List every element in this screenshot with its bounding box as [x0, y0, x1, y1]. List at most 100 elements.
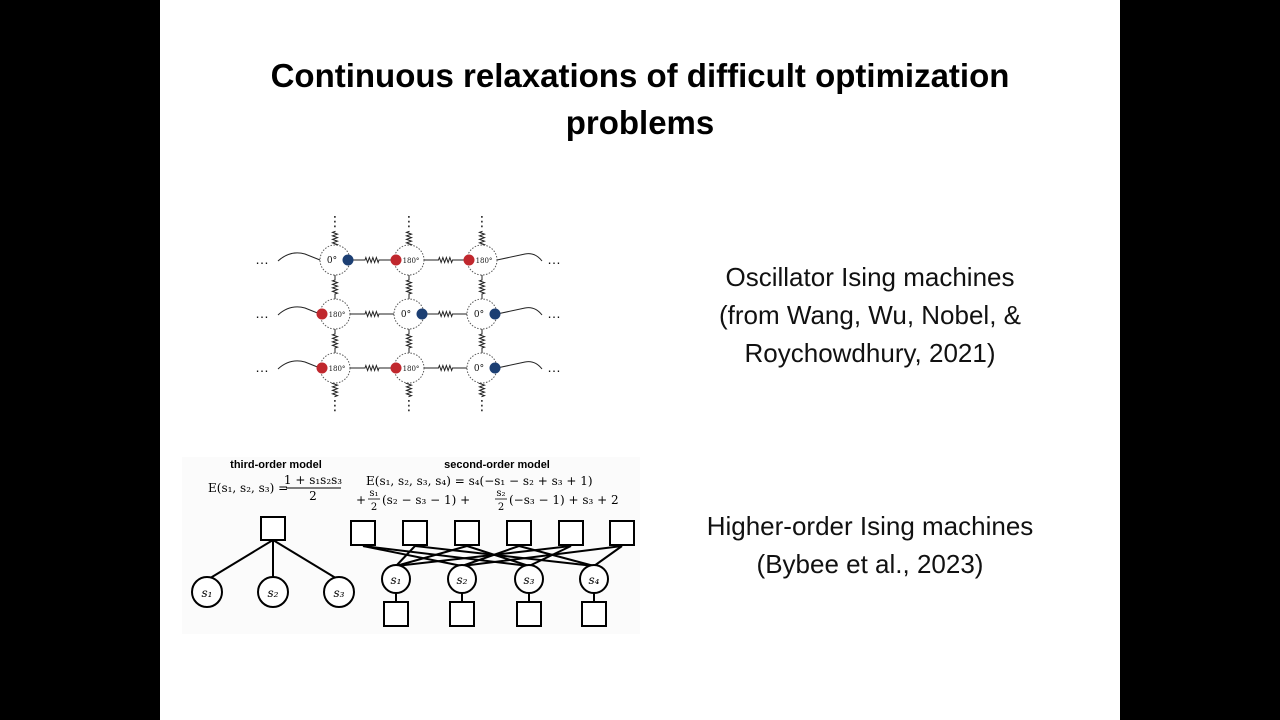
- oscillator-node: [393, 244, 425, 276]
- second-order-eq-plus: +: [356, 493, 366, 507]
- slide-title: Continuous relaxations of difficult opti…: [160, 52, 1120, 146]
- second-order-edge: [466, 545, 530, 567]
- second-order-frac1-num: s₁: [369, 488, 378, 499]
- second-order-unary-factor: [449, 601, 475, 627]
- third-order-graph: [191, 516, 355, 608]
- phase-180-dot: [463, 254, 475, 266]
- third-order-node-label: s₃: [334, 586, 345, 600]
- third-order-equation-denominator: 2: [309, 489, 317, 503]
- column-vdots-top: ⋮: [402, 213, 416, 229]
- third-order-title: third-order model: [230, 459, 322, 471]
- oscillator-phase-label: 0°: [401, 310, 411, 320]
- second-order-edge: [414, 545, 595, 567]
- third-order-edge: [206, 539, 274, 581]
- second-order-factor-node: [609, 520, 635, 546]
- oscillator-node: [319, 298, 351, 330]
- second-order-edge: [362, 545, 463, 567]
- second-order-factor-node: [558, 520, 584, 546]
- oscillator-phase-label: 0°: [327, 256, 337, 266]
- phase-0-dot: [342, 254, 354, 266]
- second-order-frac2-den: 2: [498, 502, 504, 513]
- second-order-node-label: s₂: [457, 573, 468, 587]
- third-order-edge: [272, 539, 340, 581]
- second-order-node-label: s₃: [524, 573, 535, 587]
- second-order-edge: [461, 545, 623, 567]
- second-order-factor-node: [506, 520, 532, 546]
- caption-oscillator-line-2: (from Wang, Wu, Nobel, &: [719, 300, 1021, 330]
- second-order-edge: [362, 545, 530, 567]
- second-order-factor-node: [350, 520, 376, 546]
- column-vdots-top: ⋮: [328, 213, 342, 229]
- column-vdots-bottom: ⋮: [402, 397, 416, 413]
- third-order-equation-numerator: 1 + s₁s₂s₃: [284, 473, 342, 487]
- third-order-node-label: s₂: [268, 586, 279, 600]
- second-order-variable-node: [514, 564, 544, 594]
- coupling-spring: [350, 255, 394, 265]
- title-line-2: problems: [565, 104, 715, 141]
- column-vdots-bottom: ⋮: [328, 397, 342, 413]
- third-order-node-label: s₁: [202, 586, 213, 600]
- oscillator-phase-label: 0°: [474, 310, 484, 320]
- coupling-wire: [496, 361, 543, 370]
- row-ellipsis-left: …: [255, 251, 269, 267]
- coupling-wire: [277, 306, 321, 316]
- oscillator-edge-ellipses: ………………⋮⋮⋮⋮⋮⋮: [255, 213, 561, 413]
- second-order-title: second-order model: [444, 459, 550, 471]
- second-order-equation-line-1: E(s₁, s₂, s₃, s₄) = s₄(−s₁ − s₂ + s₃ + 1…: [366, 474, 593, 488]
- coupling-spring: [424, 309, 467, 319]
- caption-higher-order-line-1: Higher-order Ising machines: [706, 511, 1034, 541]
- title-line-1: Continuous relaxations of difficult opti…: [270, 57, 1010, 94]
- second-order-edge: [395, 545, 416, 567]
- coupling-wire: [496, 307, 543, 316]
- oscillator-nodes: 0°180°180°180°0°0°180°180°0°: [316, 244, 501, 384]
- third-order-equation-lhs: E(s₁, s₂, s₃) =: [208, 481, 288, 495]
- coupling-spring: [424, 255, 467, 265]
- coupling-spring: [350, 363, 394, 373]
- second-order-unary-factor: [581, 601, 607, 627]
- oscillator-phase-label: 0°: [474, 364, 484, 374]
- second-order-edge: [518, 545, 595, 567]
- coupling-spring: [477, 381, 487, 398]
- oscillator-node: [319, 352, 351, 384]
- oscillator-node: [466, 244, 498, 276]
- row-ellipsis-right: …: [547, 251, 561, 267]
- phase-0-dot: [416, 308, 428, 320]
- second-order-frac1-den: 2: [371, 502, 377, 513]
- third-order-variable-node: [191, 576, 223, 608]
- caption-oscillator: Oscillator Ising machines (from Wang, Wu…: [680, 258, 1060, 372]
- coupling-spring: [350, 309, 394, 319]
- caption-oscillator-line-3: Roychowdhury, 2021): [744, 338, 996, 368]
- second-order-variable-node: [447, 564, 477, 594]
- second-order-eq-middle: (s₂ − s₃ − 1) +: [382, 493, 470, 507]
- phase-0-dot: [489, 362, 501, 374]
- phase-0-dot: [489, 308, 501, 320]
- second-order-node-label: s₄: [589, 573, 600, 587]
- column-vdots-bottom: ⋮: [475, 397, 489, 413]
- third-order-variable-node: [323, 576, 355, 608]
- phase-180-dot: [390, 362, 402, 374]
- coupling-wire: [277, 252, 321, 262]
- second-order-unary-factor: [516, 601, 542, 627]
- phase-180-dot: [390, 254, 402, 266]
- third-order-factor-node: [260, 516, 286, 541]
- coupling-spring: [477, 275, 487, 299]
- caption-higher-order: Higher-order Ising machines (Bybee et al…: [675, 507, 1065, 583]
- second-order-variable-node: [579, 564, 609, 594]
- third-order-variable-node: [257, 576, 289, 608]
- second-order-unary-factor: [383, 601, 409, 627]
- second-order-variable-node: [381, 564, 411, 594]
- second-order-graph: [350, 520, 635, 627]
- coupling-spring: [404, 381, 414, 398]
- oscillator-phase-label: 180°: [476, 257, 493, 265]
- row-ellipsis-right: …: [547, 305, 561, 321]
- caption-oscillator-line-1: Oscillator Ising machines: [725, 262, 1015, 292]
- caption-higher-order-line-2: (Bybee et al., 2023): [756, 549, 984, 579]
- coupling-spring: [404, 329, 414, 353]
- column-vdots-top: ⋮: [475, 213, 489, 229]
- phase-180-dot: [316, 308, 328, 320]
- second-order-node-label: s₁: [391, 573, 402, 587]
- coupling-spring: [404, 275, 414, 299]
- oscillator-phase-label: 180°: [329, 311, 346, 319]
